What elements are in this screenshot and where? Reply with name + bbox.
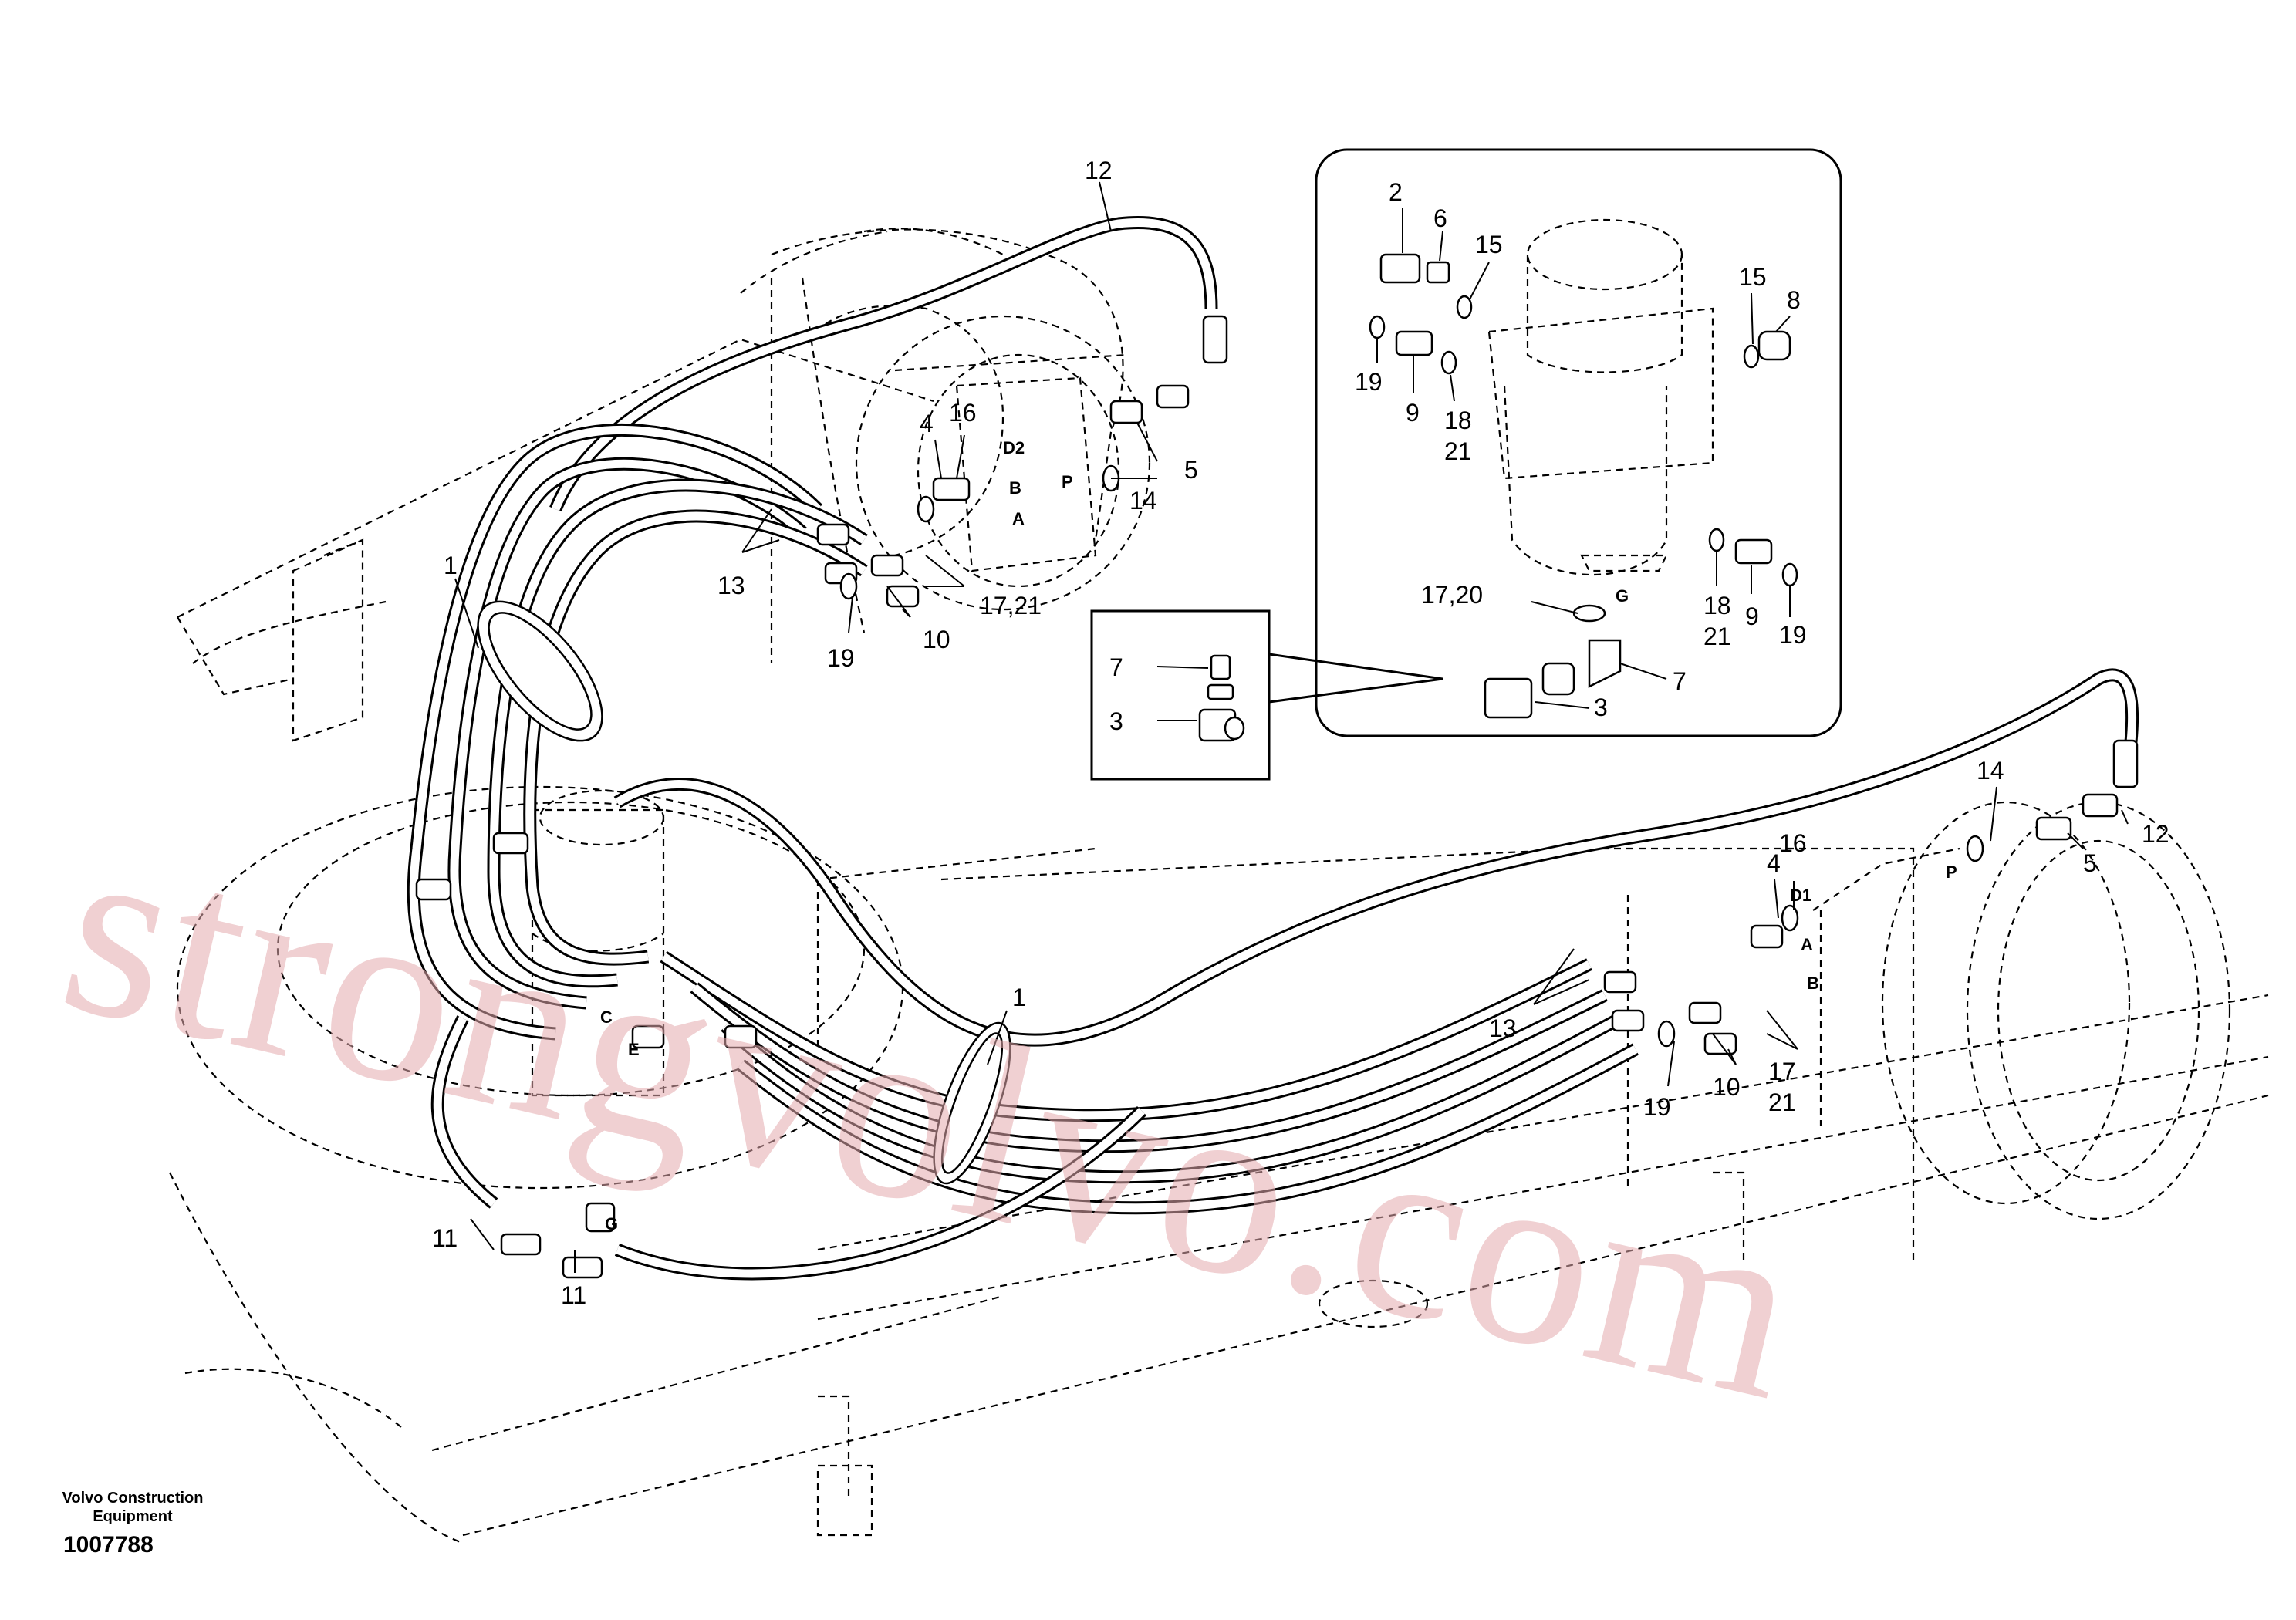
inset-callout-15b: 15 (1739, 263, 1767, 291)
inset-callout-19a: 19 (1355, 368, 1383, 396)
callout-11-b: 11 (561, 1281, 586, 1309)
port-b-left: B (1009, 478, 1021, 498)
hose-clamp (477, 600, 1011, 1185)
inset-callout-21b: 21 (1703, 623, 1731, 650)
inset-callout-7: 7 (1673, 667, 1687, 695)
inset-detail-box (1315, 148, 1842, 737)
callout-13-top: 13 (718, 572, 745, 599)
watermark: strongvolvo.com (42, 783, 1825, 1454)
detail-callout-7: 7 (1109, 653, 1123, 681)
callout-21-right: 21 (1768, 1088, 1796, 1116)
port-b-right: B (1807, 974, 1819, 993)
detail-callout-3: 3 (1109, 707, 1123, 735)
port-e: E (628, 1040, 640, 1059)
callout-12-top: 12 (1085, 157, 1113, 184)
callout-11-a: 11 (432, 1224, 458, 1252)
small-detail-box (1090, 609, 1443, 781)
inset-callout-15a: 15 (1475, 231, 1503, 258)
inset-callout-18a: 18 (1444, 407, 1472, 434)
company-name-line2: Equipment (93, 1508, 173, 1525)
callout-5-right: 5 (2083, 849, 2097, 877)
callout-4-right: 4 (1767, 849, 1781, 877)
machine-outline-dashed (169, 228, 2269, 1544)
drawing-number: 1007788 (63, 1532, 154, 1558)
callout-13-right: 13 (1489, 1014, 1517, 1042)
inset-callout-3: 3 (1594, 694, 1608, 721)
hose-fittings (415, 315, 2139, 1279)
port-g-inset: G (1616, 586, 1629, 606)
inset-callout-17-20: 17,20 (1421, 581, 1483, 609)
callout-17-right: 17 (1768, 1058, 1796, 1085)
port-a-right: A (1801, 935, 1813, 954)
port-g-main: G (605, 1214, 618, 1234)
port-c: C (600, 1007, 613, 1027)
inset-callout-9b: 9 (1745, 602, 1759, 630)
port-labels: D2 B A P C E G G P D1 A B (600, 438, 1957, 1234)
callout-14-top: 14 (1129, 487, 1157, 515)
callout-4-top: 4 (920, 410, 934, 437)
port-d2: D2 (1003, 438, 1025, 457)
port-p-left: P (1062, 472, 1073, 491)
callout-5-top: 5 (1184, 456, 1198, 484)
inset-callout-21a: 21 (1444, 437, 1472, 465)
hose-bundle (407, 216, 2139, 1281)
drawing-footer: Volvo Construction Equipment 1007788 (62, 1490, 204, 1558)
inset-callout-19b: 19 (1779, 621, 1807, 649)
company-name-line1: Volvo Construction (62, 1490, 204, 1507)
inset-callout-2: 2 (1389, 178, 1403, 206)
inset-callout-9a: 9 (1406, 399, 1420, 427)
callout-leaders (454, 181, 2129, 1273)
left-travel-motor (855, 315, 1151, 611)
callouts-main: 12 5 14 16 4 13 1 19 10 17,21 11 11 1 13… (432, 157, 2169, 1309)
port-p-right: P (1946, 862, 1957, 882)
port-d1: D1 (1790, 886, 1811, 905)
callout-16-right: 16 (1779, 829, 1807, 857)
callout-17-21-left: 17,21 (980, 592, 1042, 619)
callout-10-left: 10 (923, 626, 950, 653)
callout-1-mid: 1 (1012, 984, 1026, 1011)
callout-16-top: 16 (949, 399, 977, 427)
inset-callout-8: 8 (1787, 286, 1801, 314)
callout-19-right: 19 (1643, 1093, 1671, 1121)
callout-10-right: 10 (1713, 1073, 1741, 1101)
callouts-inset: 2 6 15 15 8 19 9 18 21 17,20 18 21 9 19 … (1109, 178, 1807, 735)
inset-callout-18b: 18 (1703, 592, 1731, 619)
callout-1-left: 1 (444, 552, 458, 579)
callout-14-right: 14 (1977, 757, 2004, 785)
callout-19-left: 19 (827, 644, 855, 672)
port-a-left: A (1012, 509, 1025, 528)
callout-12-right: 12 (2142, 820, 2169, 848)
inset-callout-6: 6 (1433, 204, 1447, 232)
